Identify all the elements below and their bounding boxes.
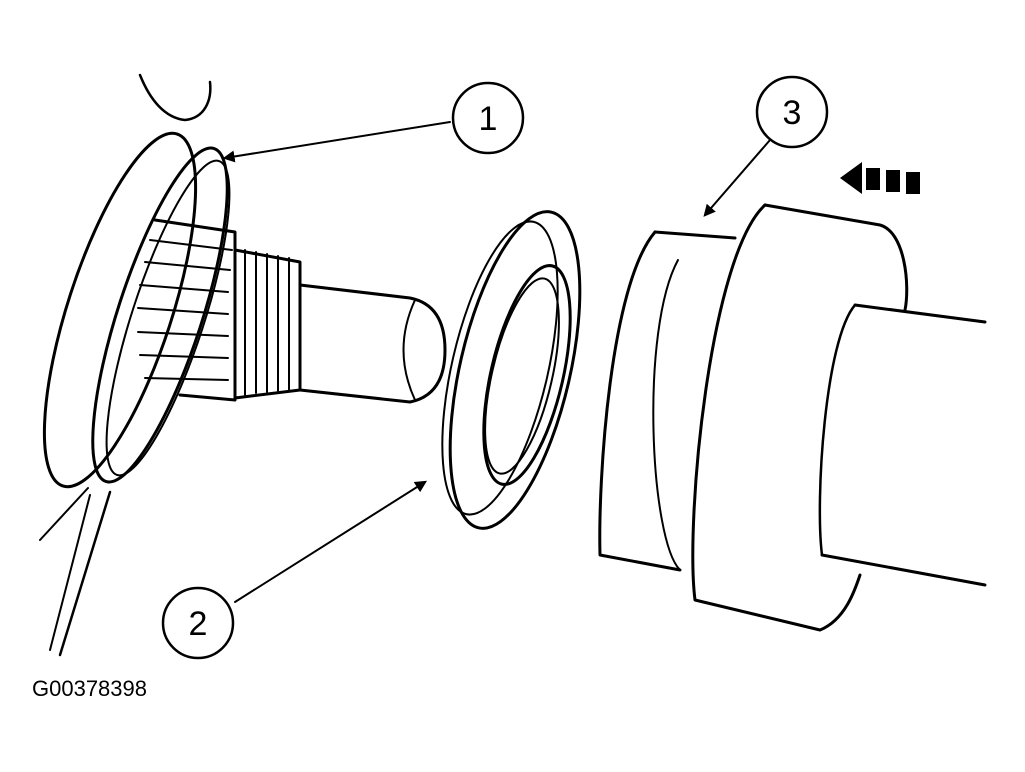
splined-shaft — [137, 218, 447, 404]
figure-id: G00378398 — [32, 676, 147, 701]
hub-flange — [39, 73, 231, 657]
direction-arrow — [840, 162, 920, 194]
leader-lines — [222, 121, 771, 603]
callout-1: 1 — [451, 81, 525, 155]
callout-1-label: 1 — [479, 100, 498, 138]
callout-3-label: 3 — [783, 94, 802, 132]
seal-ring — [441, 210, 582, 530]
callout-2: 2 — [161, 586, 235, 660]
installer-tool — [598, 203, 987, 632]
callout-2-label: 2 — [189, 605, 208, 643]
callout-3: 3 — [755, 75, 829, 149]
